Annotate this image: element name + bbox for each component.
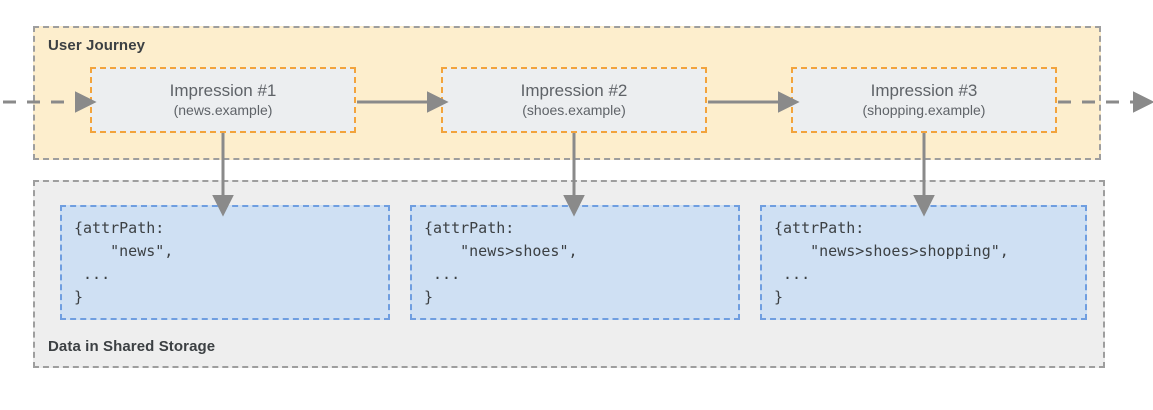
- impression-box-3[interactable]: Impression #3 (shopping.example): [791, 67, 1057, 133]
- impression-site-2: (shoes.example): [522, 102, 626, 118]
- shared-storage-label: Data in Shared Storage: [48, 338, 216, 355]
- user-journey-label: User Journey: [48, 37, 146, 54]
- impression-box-2[interactable]: Impression #2 (shoes.example): [441, 67, 707, 133]
- storage-record-3: {attrPath: "news>shoes>shopping", ... }: [760, 205, 1087, 320]
- impression-site-1: (news.example): [173, 102, 273, 118]
- impression-box-1[interactable]: Impression #1 (news.example): [90, 67, 356, 133]
- impression-title-2: Impression #2: [520, 81, 628, 100]
- storage-record-2: {attrPath: "news>shoes", ... }: [410, 205, 740, 320]
- storage-record-1: {attrPath: "news", ... }: [60, 205, 390, 320]
- impression-title-1: Impression #1: [169, 81, 277, 100]
- impression-site-3: (shopping.example): [862, 102, 986, 118]
- impression-title-3: Impression #3: [870, 81, 978, 100]
